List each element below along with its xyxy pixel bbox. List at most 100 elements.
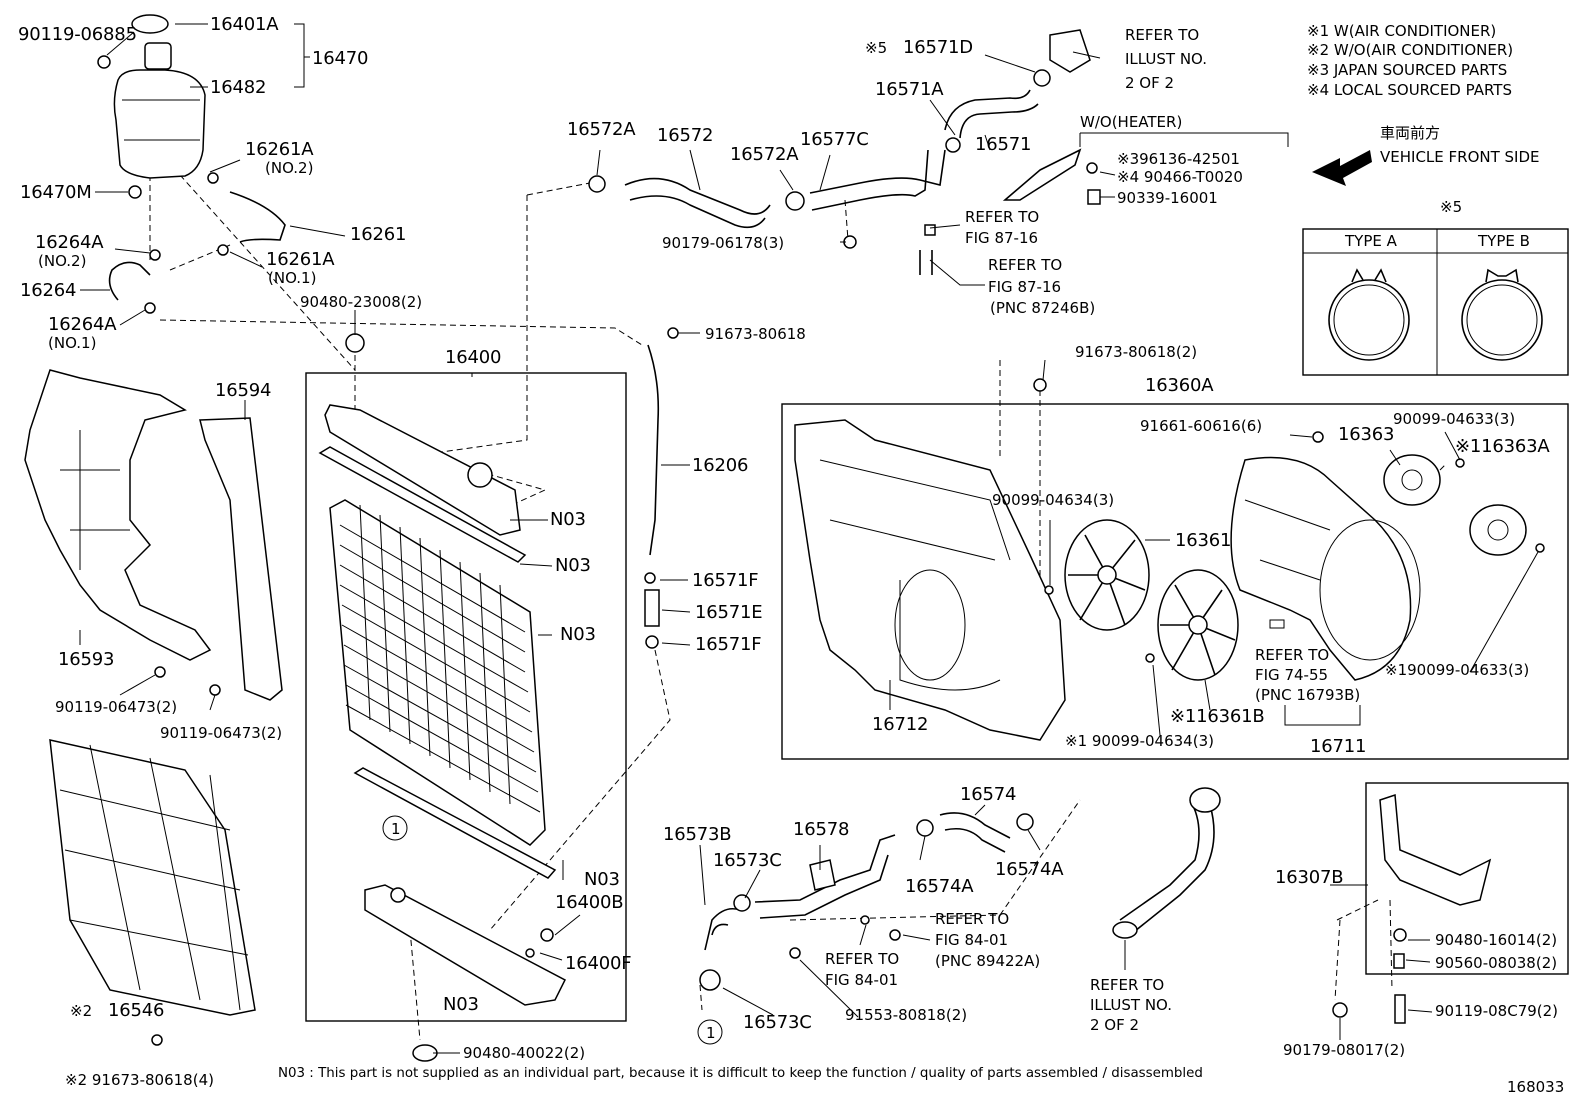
pipe-16577C: [809, 149, 946, 194]
hose-16571A: [944, 89, 1031, 131]
label-91553-80818: 91553-80818(2): [845, 1006, 967, 1024]
label-16573B: 16573B: [663, 824, 731, 845]
label-16571D: 16571D: [903, 37, 973, 58]
water-pipe: [1119, 799, 1215, 936]
cushion-16470M: [128, 185, 142, 199]
leader-lines: [79, 23, 1539, 1054]
radiator-16400: [318, 404, 566, 1006]
clamp-16573C-lower: [699, 969, 721, 991]
fan-16361: [1064, 519, 1150, 631]
footnote-n03: N03 : This part is not supplied as an in…: [278, 1066, 1203, 1081]
plug-96136: [1086, 162, 1098, 174]
label-refer-8401-b2: FIG 84-01: [825, 971, 898, 989]
clamp-16261A-no1: [217, 244, 229, 256]
label-16572A-left: 16572A: [567, 119, 636, 140]
bolt-91673-80618: [667, 327, 679, 339]
label-refer-illust-1b: ILLUST NO.: [1125, 50, 1207, 68]
label-16571E: 16571E: [695, 602, 762, 623]
label-16264A-no1: 16264A: [48, 314, 117, 335]
label-refer-illust-1a: REFER TO: [1125, 26, 1199, 44]
bolt-91673-80618-2: [1033, 378, 1047, 392]
nut-90179-08017: [1332, 1002, 1348, 1018]
hose-16572: [624, 177, 771, 215]
label-refer-8401-a2: FIG 84-01: [935, 931, 1008, 949]
label-16593: 16593: [58, 649, 114, 670]
label-16363: 16363: [1338, 424, 1394, 445]
clamp-16572A-right: [785, 191, 805, 211]
seal-16594: [199, 417, 283, 701]
label-16546: 16546: [108, 1000, 164, 1021]
part-labels: 90119-06885 16401A 16470 16482 16261A (N…: [18, 14, 1564, 1096]
label-90179-08017: 90179-08017(2): [1283, 1041, 1405, 1059]
label-16206: 16206: [692, 455, 748, 476]
clamp-type-b-icon: [1461, 279, 1543, 361]
hose-16574: [939, 812, 1011, 853]
label-type-b: TYPE B: [1477, 232, 1530, 250]
label-91661-60616: 91661-60616(6): [1140, 417, 1262, 435]
drain-plug-16400F: [525, 948, 535, 958]
fan-shroud-assembly-frame: [781, 403, 1569, 760]
label-star5: ※5: [865, 39, 887, 57]
label-91673-80618-2: 91673-80618(2): [1075, 343, 1197, 361]
label-16401A: 16401A: [210, 14, 279, 35]
label-refer-8716-b1: REFER TO: [988, 256, 1062, 274]
label-16712: 16712: [872, 714, 928, 735]
heater-plug: [924, 224, 936, 236]
label-16307B: 16307B: [1275, 867, 1343, 888]
clamp-16571D: [1033, 69, 1051, 87]
label-16578: 16578: [793, 819, 849, 840]
hose-16573B: [704, 907, 741, 951]
motor-16363: [1383, 454, 1441, 506]
label-16261: 16261: [350, 224, 406, 245]
cushion-90480-16014: [1393, 928, 1407, 942]
note-2: ※2 W/O(AIR CONDITIONER): [1307, 41, 1513, 59]
label-16571F-top: 16571F: [692, 570, 758, 591]
label-16546-star: ※2: [70, 1002, 92, 1020]
hose-16571E: [644, 589, 660, 627]
label-n03-4: N03: [584, 869, 620, 890]
bolt-90119-08C79: [1394, 994, 1406, 1024]
label-refer-8716-b2: FIG 87-16: [988, 278, 1061, 296]
screw-90099-04634-b: [1145, 653, 1155, 663]
bracket-frame: [1365, 782, 1569, 975]
bolt-90119-06473-a: [154, 666, 166, 678]
label-16572A-right: 16572A: [730, 144, 799, 165]
label-90480-23008: 90480-23008(2): [300, 293, 422, 311]
label-16264: 16264: [20, 280, 76, 301]
label-star5-types: ※5: [1440, 198, 1462, 216]
label-16361B: ※116361B: [1170, 706, 1265, 727]
label-no1-a: (NO.1): [48, 334, 96, 352]
label-n03-1: N03: [550, 509, 586, 530]
circle-ref-1-b: [697, 1019, 723, 1045]
screw-90099-04633-a: [1455, 458, 1465, 468]
label-16571: 16571: [975, 134, 1031, 155]
label-90099-04633-a: 90099-04633(3): [1393, 410, 1515, 428]
label-refer-illust-2a: REFER TO: [1090, 976, 1164, 994]
collar-90560-08038: [1393, 953, 1405, 969]
label-90099-04634-a: 90099-04634(3): [992, 491, 1114, 509]
fan-shroud-16712: [794, 419, 1066, 741]
sensor-89422A: [889, 929, 901, 941]
label-16361: 16361: [1175, 530, 1231, 551]
label-91673-80618-4: ※2 91673-80618(4): [65, 1071, 214, 1089]
label-16574A-left: 16574A: [905, 876, 974, 897]
screw-90099-04634-a: [1044, 585, 1054, 595]
label-91673-80618: 91673-80618: [705, 325, 806, 343]
label-type-a: TYPE A: [1344, 232, 1398, 250]
circle-ref-1-a: [382, 815, 408, 841]
bolt-91553: [789, 947, 801, 959]
label-96136-42501: ※396136-42501: [1117, 150, 1240, 168]
label-16574: 16574: [960, 784, 1016, 805]
note-4: ※4 LOCAL SOURCED PARTS: [1307, 81, 1512, 99]
bolt-91661: [1312, 431, 1324, 443]
label-16571A: 16571A: [875, 79, 944, 100]
label-16571F-bottom: 16571F: [695, 634, 761, 655]
bolt-91673-80618-4: [151, 1034, 163, 1046]
label-refer-8401-a1: REFER TO: [935, 910, 1009, 928]
label-90339-16001: 90339-16001: [1117, 189, 1218, 207]
label-n03-5: N03: [443, 994, 479, 1015]
reservoir-tank-16470: [97, 14, 206, 179]
label-16360A: 16360A: [1145, 375, 1214, 396]
motor-16363A: [1469, 504, 1527, 556]
label-90099-04633-b: ※190099-04633(3): [1385, 661, 1529, 679]
